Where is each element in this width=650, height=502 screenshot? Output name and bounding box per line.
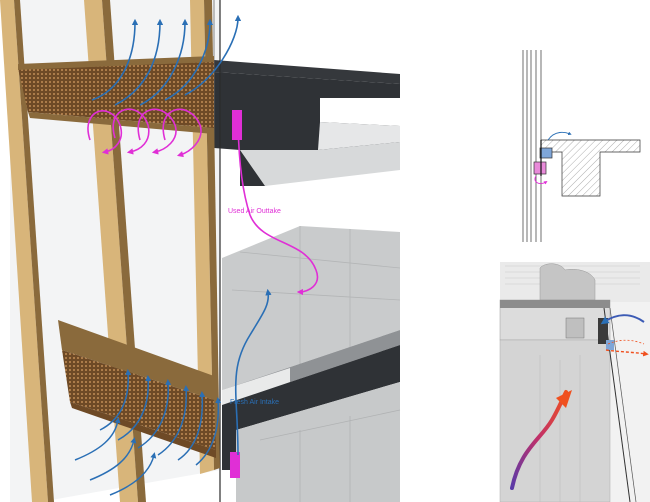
main-facade-illustration: Used Air Outtake Fresh Air Intake: [0, 0, 401, 502]
section-render-detail: [499, 262, 650, 502]
upper-fresh-air-arrows: [91, 14, 242, 106]
lower-floor-slab: [222, 345, 401, 502]
upper-vent-band: [18, 56, 242, 140]
used-air-outtake-path: [237, 111, 319, 296]
lower-vent-band: [58, 320, 216, 458]
used-air-outtake-label: Used Air Outtake: [228, 208, 281, 215]
upper-used-air-loops: [87, 108, 202, 158]
lower-fresh-air-arrows: [74, 369, 222, 496]
upper-floor-slab: [214, 60, 400, 186]
fresh-air-intake-path: [234, 288, 272, 456]
fresh-air-intake-label: Fresh Air Intake: [230, 399, 279, 406]
section-detail-drawing: [522, 50, 641, 242]
